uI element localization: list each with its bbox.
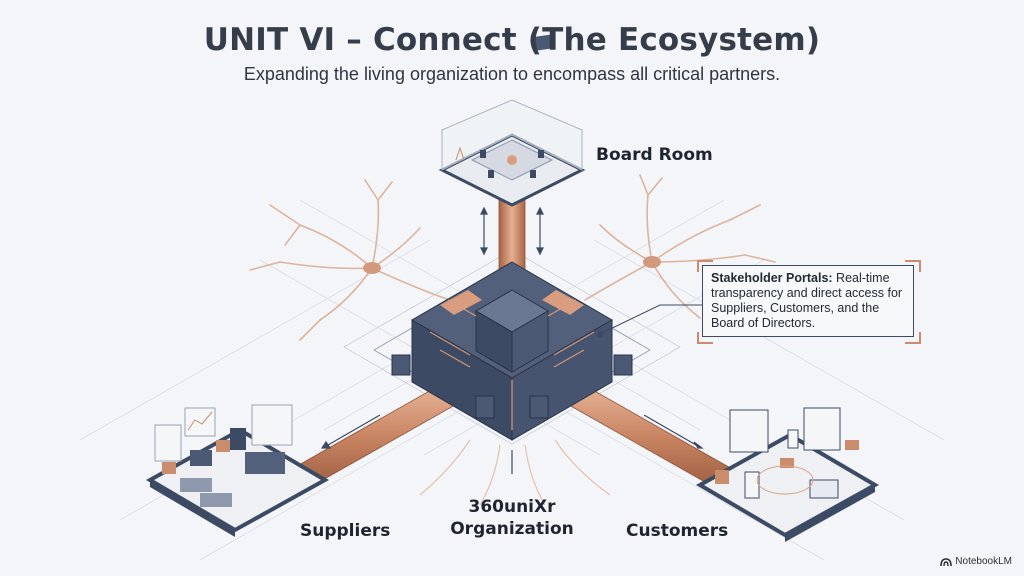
flow-arrows (320, 206, 704, 474)
neuron-right (584, 174, 776, 319)
core-label-line1: 360uniXr (468, 497, 556, 517)
page-title: UNIT VI – Connect (The Ecosystem) (203, 22, 821, 58)
callout-corner-br (905, 332, 921, 344)
suppliers-label: Suppliers (300, 521, 391, 541)
callout-leader (597, 304, 702, 337)
board-room-label: Board Room (596, 145, 713, 165)
notebooklm-brand: NotebookLM (940, 556, 1012, 567)
brand-label: NotebookLM (955, 556, 1012, 567)
callout-corner-bl (697, 332, 713, 344)
callout-heading: Stakeholder Portals: (711, 271, 833, 285)
board-room-illustration (438, 34, 586, 207)
callout-corner-tl (697, 260, 713, 272)
core-structure (391, 261, 633, 441)
customers-label: Customers (626, 521, 729, 541)
callout-body: Real-time transparency and direct access… (711, 271, 903, 330)
neuron-bottom (419, 439, 611, 506)
conduit-to-customers (568, 384, 735, 491)
suppliers-illustration (145, 404, 330, 537)
core-organization-label: 360uniXr Organization (432, 496, 592, 540)
customers-illustration (695, 407, 880, 542)
notebooklm-icon (940, 557, 953, 566)
core-label-line2: Organization (450, 519, 574, 539)
stakeholder-portals-callout: Stakeholder Portals: Real-time transpare… (702, 265, 914, 337)
page-subtitle: Expanding the living organization to enc… (243, 64, 781, 84)
neuron-left (249, 179, 451, 341)
callout-corner-tr (905, 260, 921, 272)
